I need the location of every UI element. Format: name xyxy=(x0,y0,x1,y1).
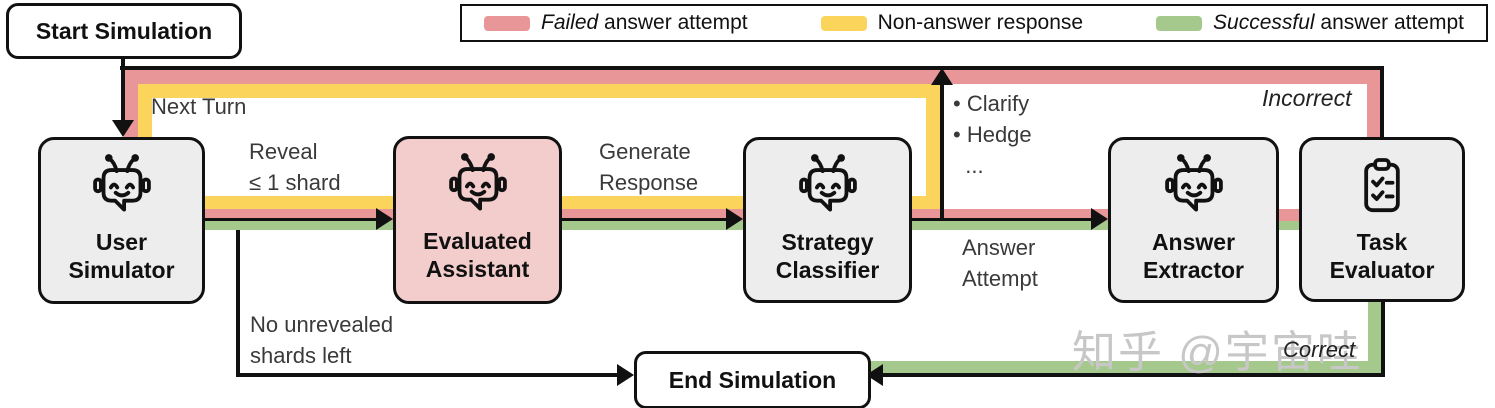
robot-icon xyxy=(1164,154,1223,212)
node-user-simulator: User Simulator xyxy=(38,137,205,304)
non-answer-swatch-icon xyxy=(820,15,867,31)
correct-arrow-line xyxy=(881,373,1385,377)
end-branch-line-vertical xyxy=(236,230,240,375)
correct-band-bottom xyxy=(870,361,1381,373)
label-no-shards-left: No unrevealed shards left xyxy=(250,312,394,368)
flow-arrowhead-3 xyxy=(1091,208,1108,230)
legend: Failed answer attempt Non-answer respons… xyxy=(460,4,1488,42)
label-correct: Correct xyxy=(1283,337,1356,362)
legend-label-non-answer: Non-answer response xyxy=(877,11,1084,34)
legend-item-failed: Failed answer attempt xyxy=(484,11,748,35)
end-simulation-label: End Simulation xyxy=(668,366,837,393)
label-reveal-shard: Reveal ≤ 1 shard xyxy=(249,139,341,195)
failed-loop-band-top xyxy=(124,69,1380,84)
incorrect-band-outline xyxy=(1380,66,1384,137)
node-label: Evaluated Assistant xyxy=(423,228,532,282)
node-task-evaluator: Task Evaluator xyxy=(1299,137,1465,302)
zhihu-watermark: 知乎 @宇宙哇 xyxy=(1072,328,1363,377)
start-arrow-line xyxy=(120,52,125,122)
node-label: Task Evaluator xyxy=(1329,229,1435,283)
successful-swatch-icon xyxy=(1156,15,1203,31)
flow-arrowhead-1 xyxy=(376,208,393,230)
end-simulation-box: End Simulation xyxy=(634,351,871,408)
node-strategy-classifier: Strategy Classifier xyxy=(743,137,912,303)
clipboard-checklist-icon xyxy=(1364,158,1400,213)
next-turn-loop-outline xyxy=(120,66,1384,70)
next-turn-arrow-line xyxy=(940,80,944,220)
node-label: Answer Extractor xyxy=(1143,229,1244,283)
node-label: User Simulator xyxy=(68,229,175,283)
legend-label-successful: Successful answer attempt xyxy=(1213,11,1464,34)
correct-band-outline xyxy=(1381,300,1385,377)
label-generate-response: Generate Response xyxy=(599,139,699,195)
legend-label-failed: Failed answer attempt xyxy=(541,11,748,34)
flow-arrow-line-2 xyxy=(562,217,728,221)
end-branch-arrowhead xyxy=(617,364,634,386)
robot-icon xyxy=(92,154,151,212)
label-answer-attempt: Answer Attempt xyxy=(962,235,1038,291)
non-answer-loop-band-left xyxy=(138,97,152,138)
legend-item-non-answer: Non-answer response xyxy=(820,11,1084,35)
label-strategy-bullets: • Clarify • Hedge ... xyxy=(953,91,1032,178)
non-answer-band-vertical xyxy=(926,83,940,210)
incorrect-band-vertical xyxy=(1367,69,1380,138)
start-simulation-box: Start Simulation xyxy=(6,3,242,59)
non-answer-loop-band-top xyxy=(138,83,940,98)
label-next-turn: Next Turn xyxy=(151,94,247,119)
legend-item-successful: Successful answer attempt xyxy=(1156,11,1464,35)
flow-arrow-line-1 xyxy=(205,217,378,221)
flow-arrowhead-2 xyxy=(726,208,743,230)
node-label: Strategy Classifier xyxy=(775,229,880,283)
node-answer-extractor: Answer Extractor xyxy=(1108,137,1279,303)
robot-icon xyxy=(798,154,857,212)
next-turn-arrowhead xyxy=(931,68,953,85)
end-branch-line-horizontal xyxy=(236,373,619,377)
flow-arrow-line-3 xyxy=(912,217,1093,221)
start-arrowhead xyxy=(111,120,134,137)
start-simulation-label: Start Simulation xyxy=(35,17,213,44)
node-evaluated-assistant: Evaluated Assistant xyxy=(393,136,562,304)
label-incorrect: Incorrect xyxy=(1262,85,1352,111)
correct-band-vertical xyxy=(1368,300,1381,373)
failed-swatch-icon xyxy=(484,15,530,31)
robot-icon xyxy=(448,153,507,211)
